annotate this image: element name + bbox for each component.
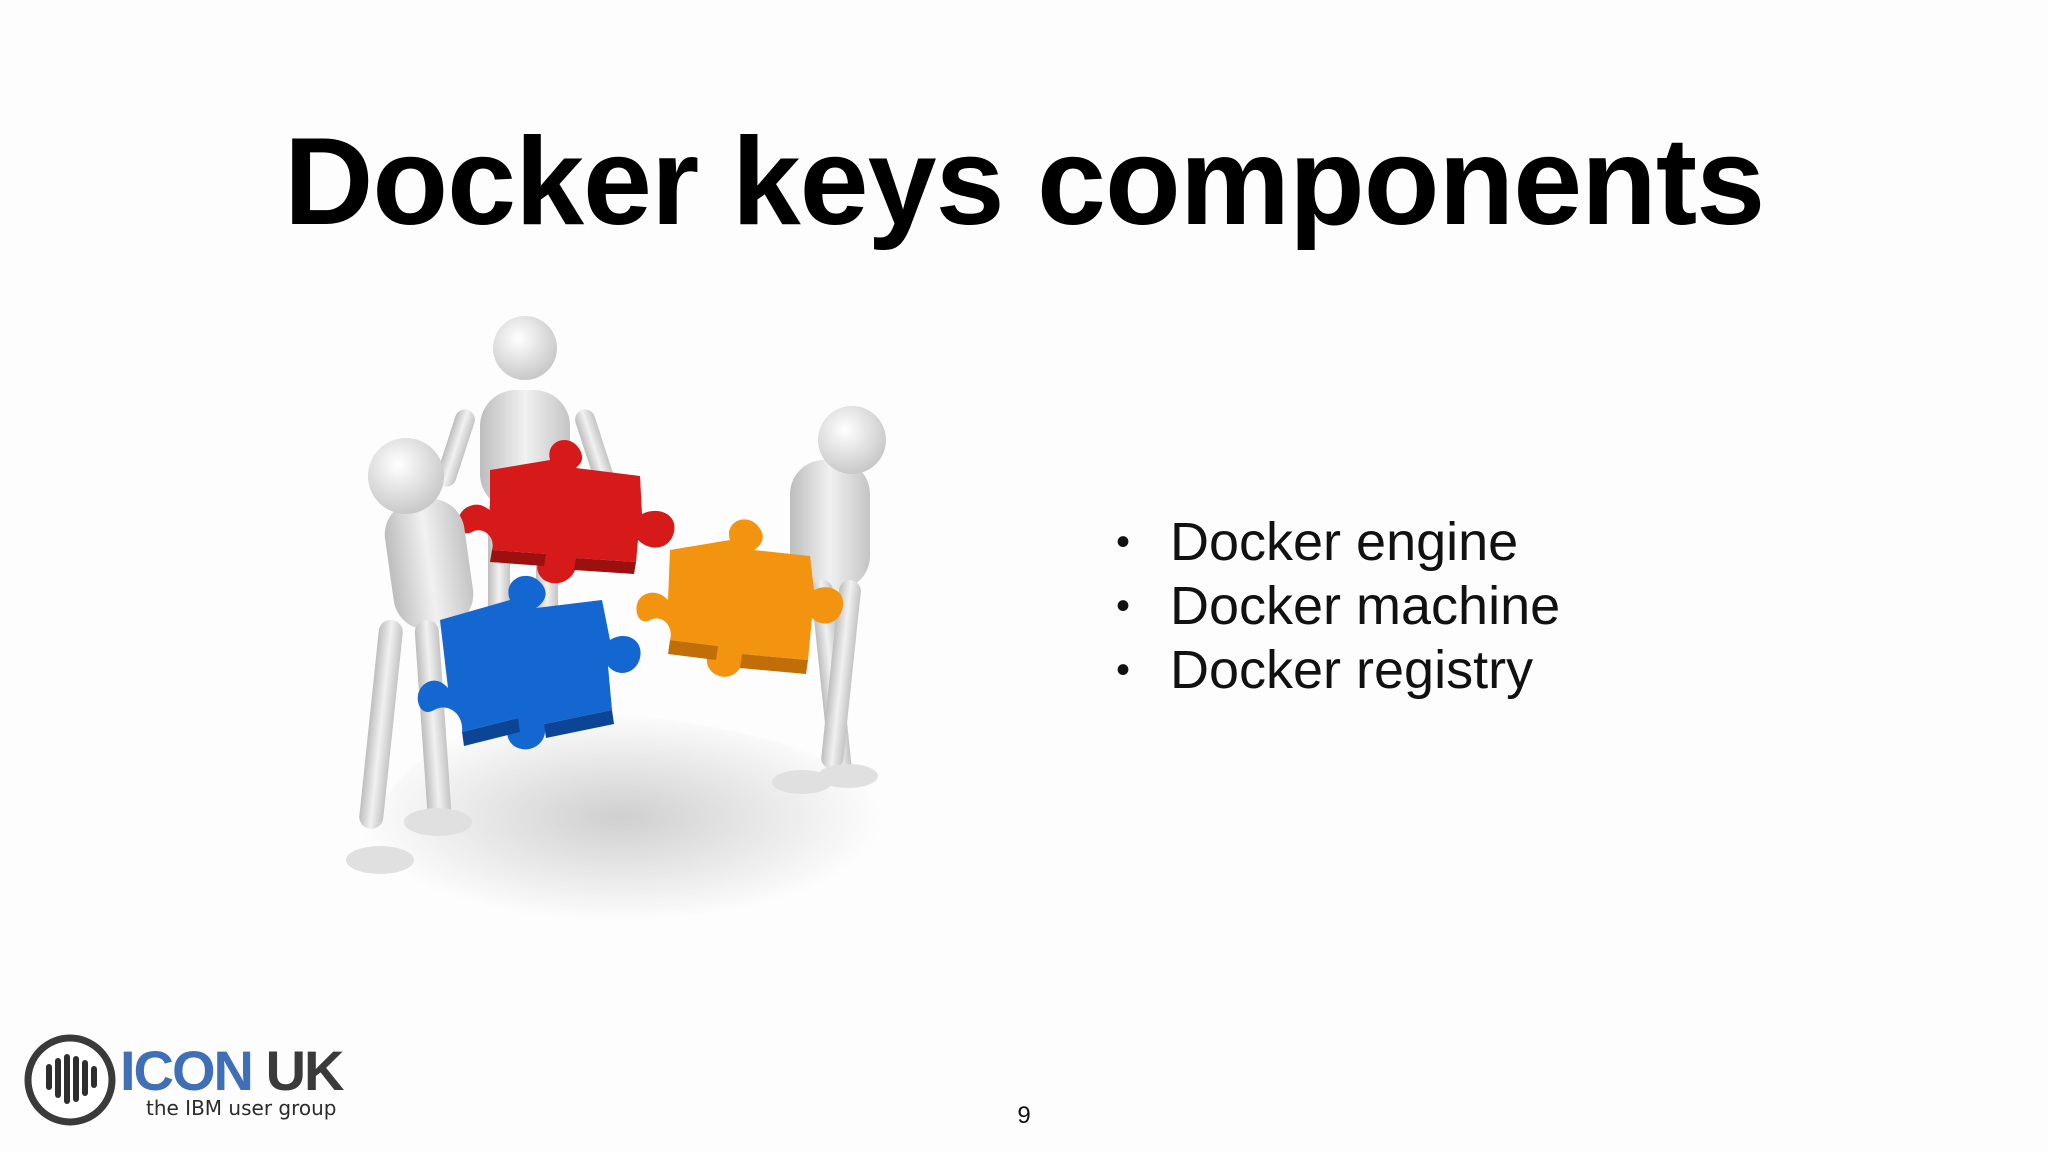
bullet-item: • Docker machine bbox=[1110, 574, 1560, 638]
logo-wordmark: ICON UK bbox=[120, 1039, 345, 1102]
bullet-text: Docker engine bbox=[1170, 512, 1519, 572]
orange-puzzle-piece bbox=[636, 519, 844, 677]
logo-word-uk: UK bbox=[265, 1039, 345, 1102]
logo-word-icon: ICON bbox=[120, 1039, 254, 1102]
page-number: 9 bbox=[1017, 1102, 1031, 1129]
bullet-text: Docker machine bbox=[1170, 576, 1561, 636]
blue-puzzle-piece bbox=[417, 575, 641, 750]
logo-globe-icon bbox=[24, 1034, 116, 1126]
bullet-dot: • bbox=[1116, 520, 1131, 564]
left-figure bbox=[346, 438, 474, 874]
people-assembling-puzzle-icon bbox=[346, 316, 886, 923]
floor-shadow bbox=[358, 712, 883, 923]
red-puzzle-piece bbox=[458, 439, 675, 584]
logo-tagline: the IBM user group bbox=[146, 1096, 337, 1120]
bullet-text: Docker registry bbox=[1170, 640, 1534, 700]
bullet-dot: • bbox=[1116, 648, 1131, 692]
slide-title: Docker keys components bbox=[283, 113, 1765, 251]
bullet-item: • Docker engine bbox=[1110, 510, 1560, 574]
icon-uk-logo: ICON UK the IBM user group bbox=[24, 1034, 364, 1134]
bullet-list: • Docker engine • Docker machine • Docke… bbox=[1110, 510, 1560, 702]
bullet-item: • Docker registry bbox=[1110, 638, 1560, 702]
bullet-dot: • bbox=[1116, 584, 1131, 628]
